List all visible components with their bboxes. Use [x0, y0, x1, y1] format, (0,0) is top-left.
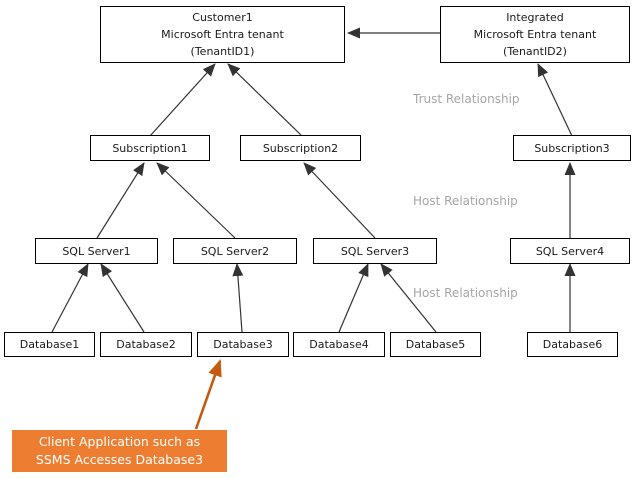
- node-database6: Database6: [527, 332, 618, 357]
- node-subscription3: Subscription3: [513, 135, 631, 161]
- arrow-subscription1-to-customer-tenant: [149, 63, 216, 137]
- client-application-note-line2: SSMS Accesses Database3: [35, 452, 204, 467]
- arrow-database5-to-sqlserver3: [380, 263, 437, 333]
- node-sql-server4: SQL Server4: [510, 238, 630, 264]
- node-database4: Database4: [293, 332, 385, 357]
- integrated-tenant-id: (TenantID2): [503, 45, 567, 58]
- client-application-note-line1: Client Application such as: [38, 434, 201, 449]
- node-database1: Database1: [4, 332, 95, 357]
- node-database5: Database5: [390, 332, 481, 357]
- arrow-database4-to-sqlserver3: [338, 263, 369, 333]
- customer1-tenant-name: Customer1: [192, 11, 253, 24]
- node-sql-server3: SQL Server3: [313, 238, 437, 264]
- arrow-database2-to-sqlserver1: [100, 263, 145, 333]
- integrated-tenant-type: Microsoft Entra tenant: [473, 28, 597, 41]
- node-sql-server2: SQL Server2: [173, 238, 297, 264]
- arrow-subscription2-to-customer-tenant: [227, 63, 303, 137]
- node-integrated-tenant: Integrated Microsoft Entra tenant (Tenan…: [440, 6, 630, 63]
- host-relationship-label-lower: Host Relationship: [413, 286, 518, 300]
- node-subscription1: Subscription1: [90, 135, 210, 161]
- client-application-note: Client Application such as SSMS Accesses…: [12, 430, 227, 472]
- arrow-sqlserver1-to-subscription1: [96, 162, 145, 239]
- host-relationship-label-upper: Host Relationship: [413, 194, 518, 208]
- node-subscription2: Subscription2: [240, 135, 361, 161]
- node-customer1-tenant: Customer1 Microsoft Entra tenant (Tenant…: [100, 6, 345, 63]
- customer1-tenant-id: (TenantID1): [190, 45, 255, 58]
- node-database2: Database2: [100, 332, 192, 357]
- arrow-subscription3-to-integrated-tenant: [537, 63, 573, 137]
- customer1-tenant-type: Microsoft Entra tenant: [161, 28, 284, 41]
- arrow-sqlserver3-to-subscription2: [303, 162, 376, 239]
- integrated-tenant-name: Integrated: [506, 11, 564, 24]
- arrow-database1-to-sqlserver1: [51, 263, 89, 333]
- arrow-client-note-to-database3: [194, 359, 222, 430]
- node-sql-server1: SQL Server1: [35, 238, 158, 264]
- trust-relationship-label: Trust Relationship: [413, 92, 520, 106]
- arrow-sqlserver2-to-subscription1: [156, 162, 236, 239]
- node-database3: Database3: [197, 332, 289, 357]
- arrow-database3-to-sqlserver2: [232, 263, 244, 333]
